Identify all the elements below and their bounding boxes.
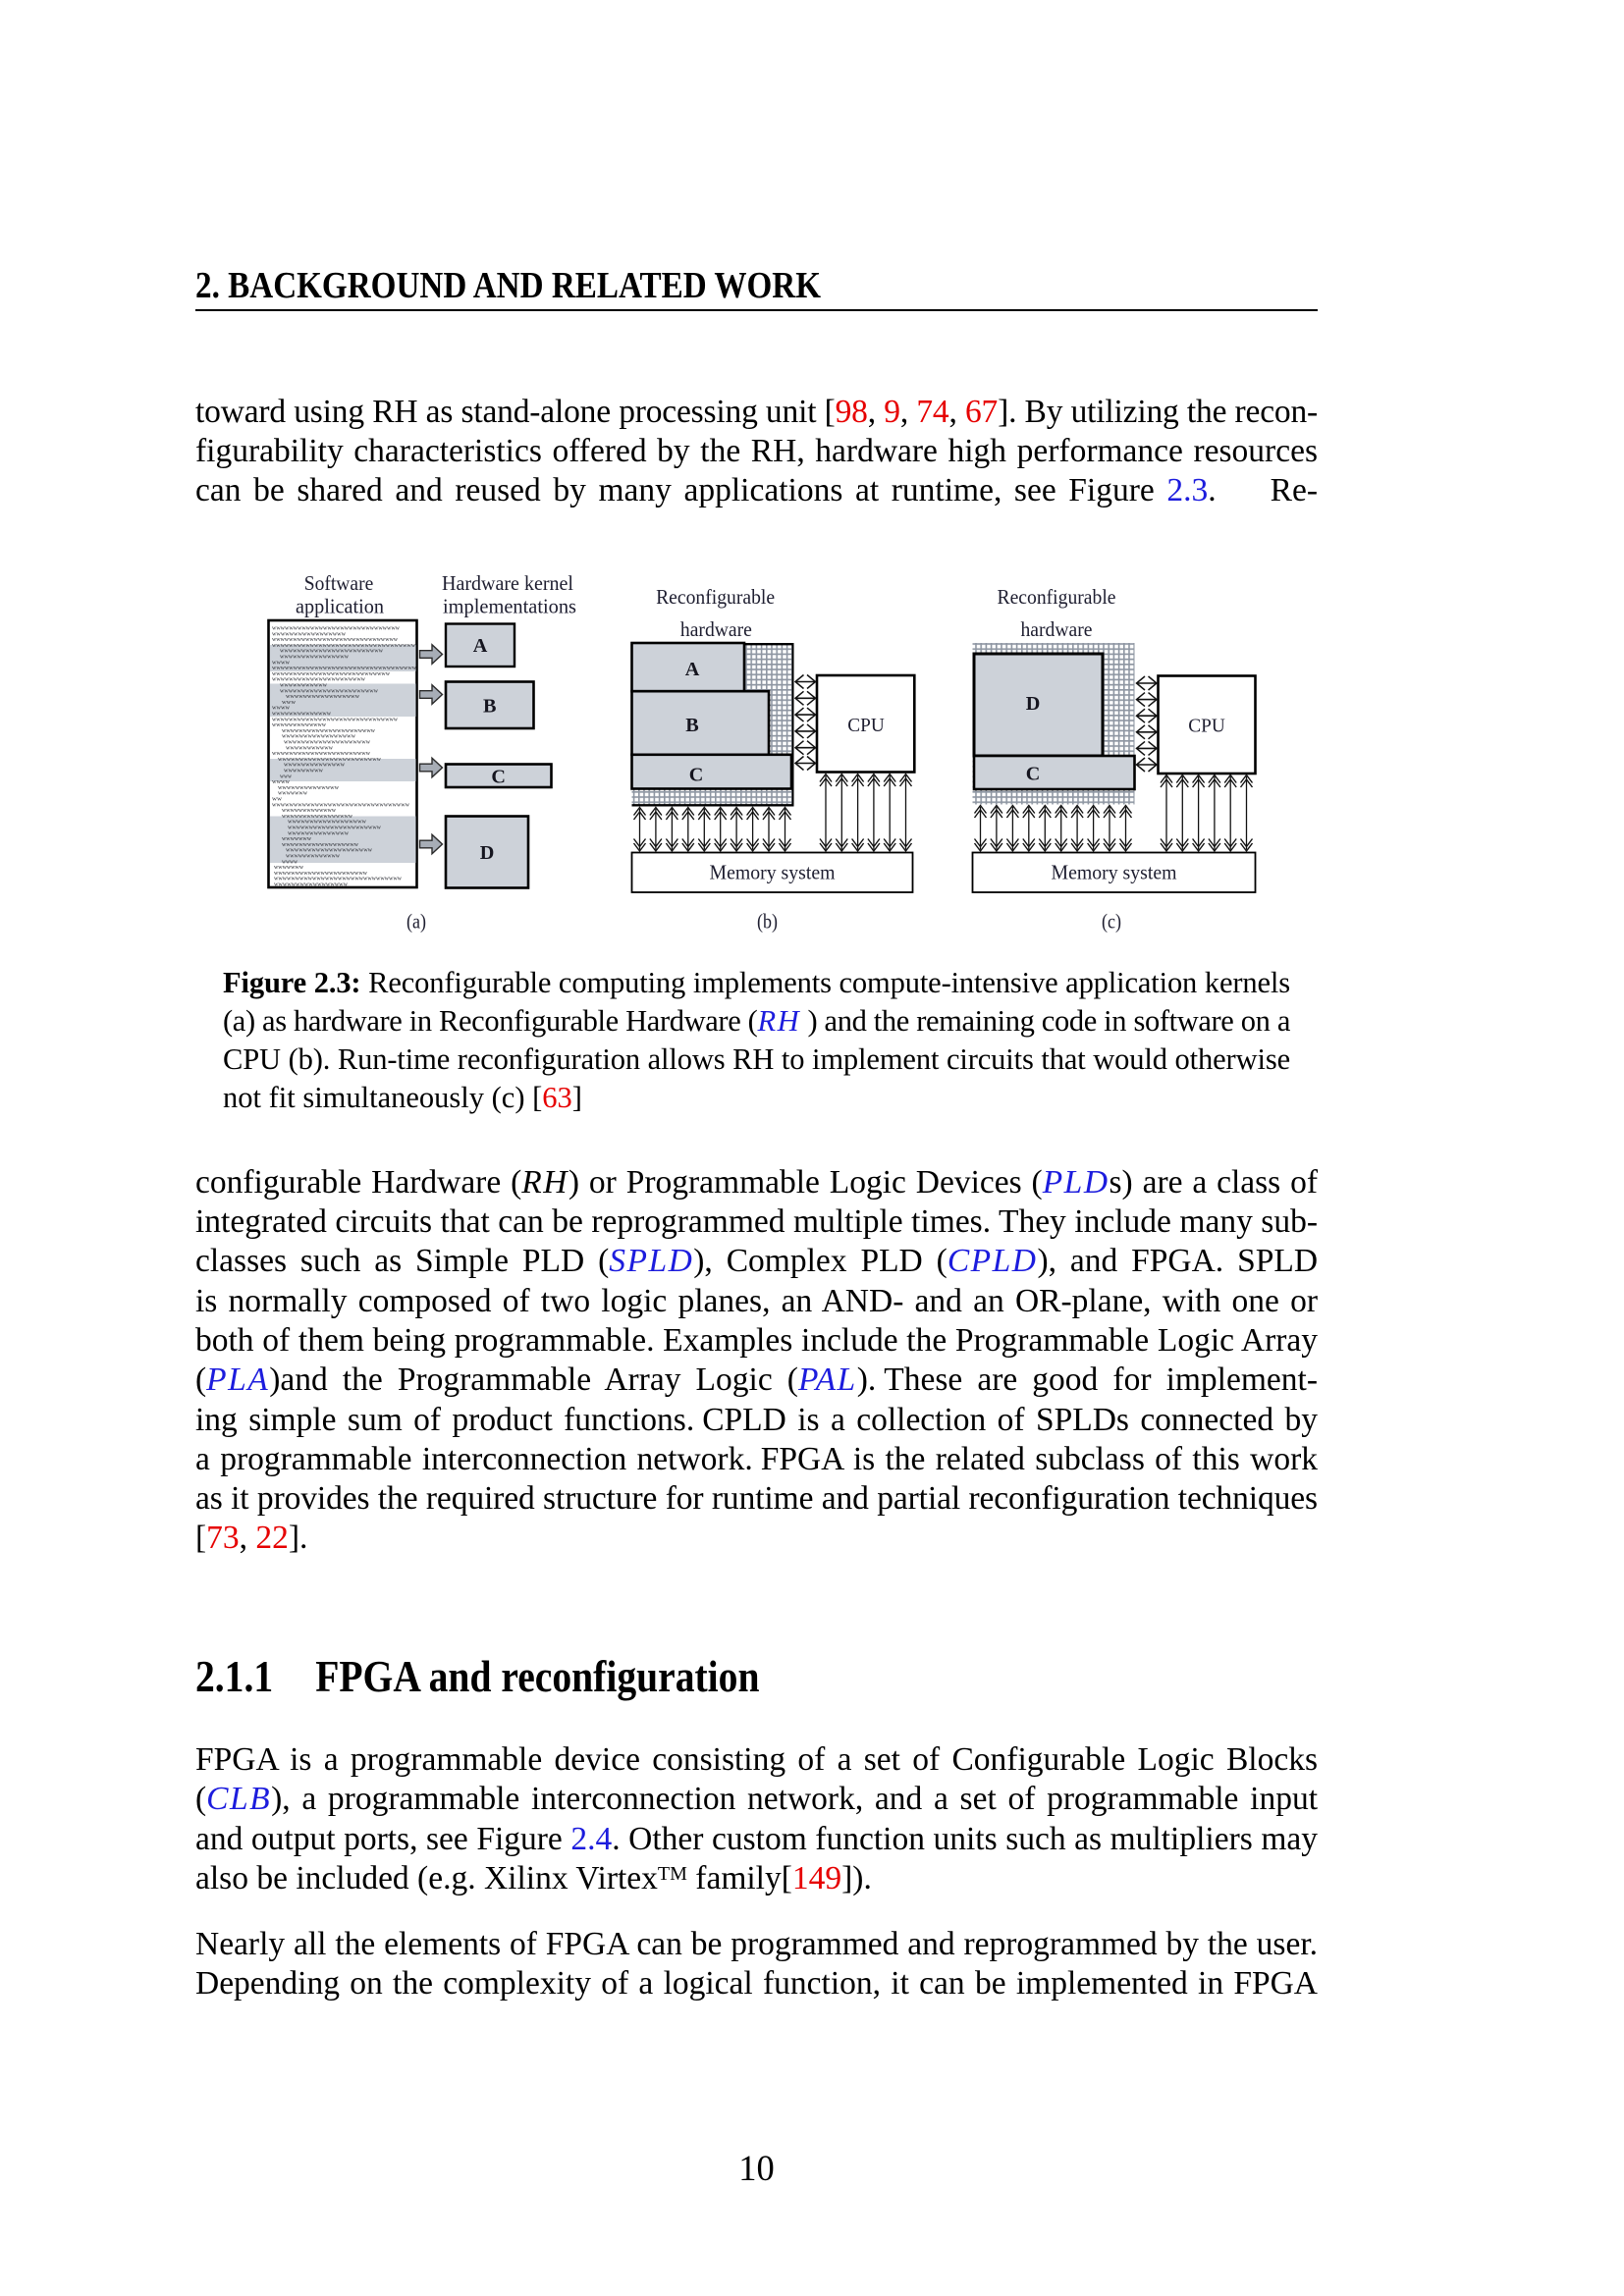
svg-text:Software: Software [304,571,374,595]
svg-text:wwwwwwwwwwwwww: wwwwwwwwwwwwww [288,829,350,836]
svg-text:wwwwwwwwwwwwwwwwwwwwwwwwwwwwww: wwwwwwwwwwwwwwwwwwwwwwwwwwwwww [272,636,398,643]
svg-text:wwwwwwwwwwwwwwwww: wwwwwwwwwwwwwwwww [282,813,352,820]
svg-text:Hardware kernel: Hardware kernel [442,571,573,595]
svg-text:wwwwwwwwwwwwwwwwwwwwwwwwwwww: wwwwwwwwwwwwwwwwwwwwwwwwwwww [272,670,391,677]
svg-text:wwwwwwwwwwwwwwwwwwwwwww: wwwwwwwwwwwwwwwwwwwwwww [272,750,371,757]
svg-text:C: C [689,765,704,786]
svg-text:wwwwwwwwwwwwwwwwwwwwww: wwwwwwwwwwwwwwwwwwwwww [282,727,376,734]
svg-text:Reconfigurable: Reconfigurable [656,585,775,609]
svg-text:hardware: hardware [680,617,752,641]
svg-text:wwwwwwwwwwwwwwwww: wwwwwwwwwwwwwwwww [274,881,349,888]
svg-text:A: A [473,635,488,657]
svg-text:wwwwwwwwwwwwwwwwwwwwww: wwwwwwwwwwwwwwwwwwwwww [288,825,382,831]
svg-text:wwww: wwww [272,659,291,666]
svg-text:wwwwwwwwwwwwwwwwwwwwwwwwwwwwww: wwwwwwwwwwwwwwwwwwwwwwwwwwwwwwww [272,801,410,808]
svg-text:www: www [282,699,297,706]
svg-text:B: B [685,715,698,736]
svg-text:wwwwwwwwwwwwwwwwwwwwwwwwwwwwww: wwwwwwwwwwwwwwwwwwwwwwwwwwwwwwwwww [272,665,417,671]
svg-text:(c): (c) [1102,910,1121,934]
svg-text:wwwwwwwwwwwwwwwwwwwwwww: wwwwwwwwwwwwwwwwwwwwwww [280,687,379,694]
svg-text:wwwwwwwwwwwwww: wwwwwwwwwwwwww [272,711,332,718]
svg-text:wwwwwwwwwwwwwwww: wwwwwwwwwwwwwwww [280,654,350,661]
svg-text:wwwwwwwwwwwwww: wwwwwwwwwwwwww [278,784,340,791]
svg-text:D: D [480,842,495,864]
svg-text:wwwwwwwww: wwwwwwwww [284,768,324,774]
svg-text:wwwwwwwwwwwwwwwwwwww: wwwwwwwwwwwwwwwwwwww [284,739,371,746]
svg-text:wwww: wwww [272,705,291,712]
svg-text:wwwwwwwwwwwwwwwwwwwwwwwwwwwwww: wwwwwwwwwwwwwwwwwwwwwwwwwwwwww [272,716,398,722]
svg-text:hardware: hardware [1021,617,1093,641]
svg-text:C: C [491,766,506,787]
svg-text:wwwwwwwwwww: wwwwwwwwwww [286,744,334,751]
svg-text:A: A [685,659,700,680]
svg-text:wwwwwwwwwwwwwwwwwwwwww: wwwwwwwwwwwwwwwwwwwwww [274,870,368,877]
svg-text:implementations: implementations [443,595,576,618]
svg-text:wwwwwwwwwwwwww: wwwwwwwwwwwwww [284,762,346,769]
svg-text:wwwwwwwwwwwwwwwwwwwwwwww: wwwwwwwwwwwwwwwwwwwwwwww [280,648,384,655]
svg-text:wwwwwwwwwwwww: wwwwwwwwwwwww [272,721,326,728]
svg-text:D: D [1026,693,1041,715]
svg-text:wwwwwwwwwwwww: wwwwwwwwwwwww [282,807,336,814]
svg-text:(b): (b) [757,910,778,934]
svg-text:wwww: wwww [272,778,291,785]
svg-text:ww: ww [272,796,283,803]
svg-text:wwwwwwwwwwwwwwwwww: wwwwwwwwwwwwwwwwww [282,841,359,848]
svg-text:www: www [280,773,292,779]
svg-text:CPU: CPU [1188,716,1225,737]
svg-text:wwwwwwwwwwwwwwwwwwwwwwwwwwwwww: wwwwwwwwwwwwwwwwwwwwwwwwwwwwwwwwww [272,642,415,649]
svg-text:wwwwwwwwwwwwwwwwwwwwww: wwwwwwwwwwwwwwwwwwwwww [272,676,366,683]
svg-text:wwww: wwww [282,858,298,865]
svg-text:wwwwwww: wwwwwww [278,790,308,797]
svg-text:wwwwwww: wwwwwww [282,835,312,842]
svg-text:application: application [296,595,384,618]
svg-text:wwwwwwwwwwwwwwwwwwwwwwwwwwwwww: wwwwwwwwwwwwwwwwwwwwwwwwwwwwww [274,876,403,882]
svg-text:wwwwwwwwwwwwwwwww: wwwwwwwwwwwwwwwww [286,693,360,700]
svg-text:wwwwwwwwwwwwwwwwwwww: wwwwwwwwwwwwwwwwwwww [286,847,373,854]
svg-text:wwwwwwwwwwwwwwwwwwwwwwww: wwwwwwwwwwwwwwwwwwwwwwww [278,756,382,763]
svg-text:C: C [1026,764,1041,785]
svg-text:Reconfigurable: Reconfigurable [998,585,1116,609]
svg-text:CPU: CPU [847,715,885,736]
svg-text:Memory system: Memory system [710,861,836,884]
svg-text:wwwwwwwwwwwwwwwwwwwwwwwwwwwwww: wwwwwwwwwwwwwwwwwwwwwwwwwwwwww [272,625,401,632]
svg-text:wwwwwwwwwwwww: wwwwwwwwwwwww [286,853,340,860]
svg-text:Memory system: Memory system [1052,861,1177,884]
svg-text:(a): (a) [406,910,426,934]
svg-text:wwwwwww: wwwwwww [274,864,304,871]
svg-text:B: B [483,696,496,718]
svg-text:wwwwwwwwwwwwwwwwww: wwwwwwwwwwwwwwwwww [288,819,367,826]
svg-text:wwwwwwwwwwwwwwwww: wwwwwwwwwwwwwwwww [272,630,347,637]
svg-text:wwwwwwwwwww: wwwwwwwwwww [280,682,328,689]
svg-text:wwwwwwwwwwwwwwwww: wwwwwwwwwwwwwwwww [282,733,356,740]
